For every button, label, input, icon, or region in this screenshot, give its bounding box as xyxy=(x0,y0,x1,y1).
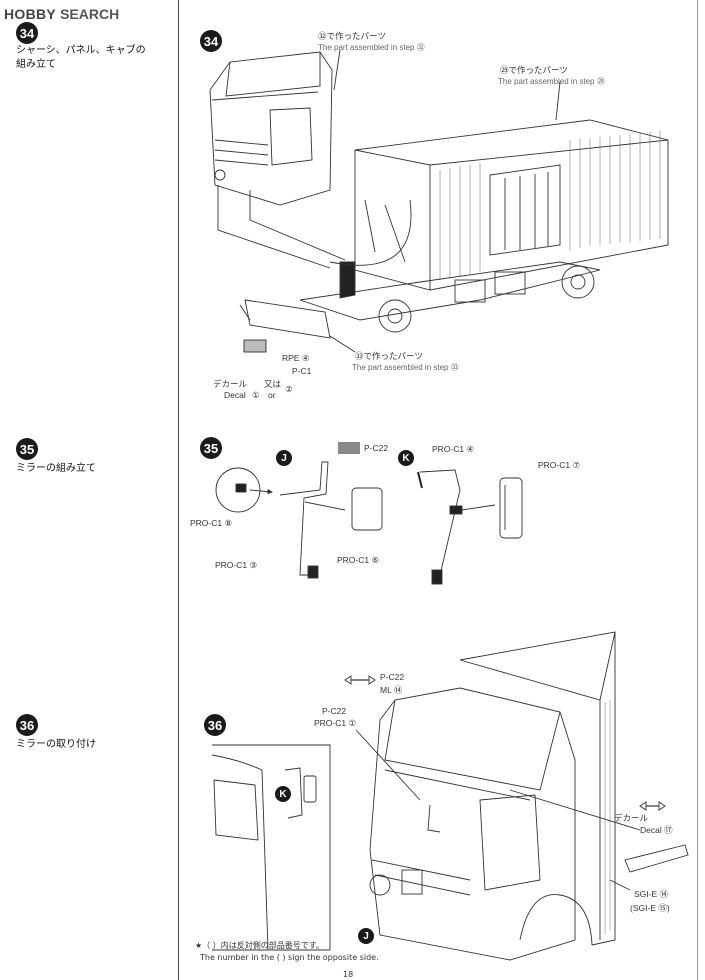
callout-33-en: The part assembled in step ㉝ xyxy=(352,363,459,372)
pc22-left-label: P-C22 xyxy=(322,706,347,716)
page-number: 18 xyxy=(343,970,354,979)
step-34-truck-illustration xyxy=(209,49,669,353)
proc1-3-label: PRO-C1 ③ xyxy=(215,560,258,570)
step-35-number-left: 35 xyxy=(16,438,38,460)
letter-k-circle: K xyxy=(398,450,414,466)
step-35-title: ミラーの組み立て xyxy=(16,463,96,474)
sgie15-label: (SGI-E ⑮) xyxy=(630,903,670,913)
step-34-number-diagram: 34 xyxy=(200,30,222,52)
footnote-jp: ★（ ）内は反対側の部品番号です。 xyxy=(195,941,324,950)
decal-num1: ① xyxy=(252,390,260,400)
ml14-label: ML ⑭ xyxy=(380,685,403,695)
callout-29-en: The part assembled in step ㉙ xyxy=(498,77,605,86)
proc1-8-label: PRO-C1 ⑧ xyxy=(190,518,233,528)
step-36-number-left: 36 xyxy=(16,714,38,736)
pc22-top-label: P-C22 xyxy=(380,672,405,682)
decal-en-label-36: Decal ⑰ xyxy=(640,825,673,835)
sgie14-label: SGI-E ⑭ xyxy=(634,889,669,899)
rpe-label: RPE ④ xyxy=(282,353,310,363)
letter-j-circle: J xyxy=(276,450,292,466)
color-swatch-pc22 xyxy=(338,442,360,454)
or-label: or xyxy=(268,390,276,400)
callout-29-jp: ㉙で作ったパーツ xyxy=(500,65,568,75)
page-right-border xyxy=(697,0,698,980)
proc1-7-label: PRO-C1 ⑦ xyxy=(538,460,581,470)
logo-text-hobby: HOBBY xyxy=(4,6,57,22)
step-36-number-diagram: 36 xyxy=(204,714,226,736)
letter-k-circle-36: K xyxy=(275,786,291,802)
step-36-title: ミラーの取り付け xyxy=(16,739,96,750)
callout-32-jp: ㉜で作ったパーツ xyxy=(318,31,386,41)
pc1-label: P-C1 xyxy=(292,366,312,376)
footnote-en: The number in the ( ) sign the opposite … xyxy=(200,953,379,962)
step-34-title: シャーシ、パネル、キャブの 組み立て xyxy=(16,44,146,72)
step-34-number-left: 34 xyxy=(16,22,38,44)
proc1-1-label: PRO-C1 ① xyxy=(314,718,357,728)
callout-32-en: The part assembled in step ㉜ xyxy=(318,43,425,52)
proc1-4-label: PRO-C1 ④ xyxy=(432,444,475,454)
decal-num2: ② xyxy=(285,384,293,394)
callout-33-jp: ㉝で作ったパーツ xyxy=(355,351,423,361)
step-35-number-diagram: 35 xyxy=(200,437,222,459)
decal-jp-label: デカール xyxy=(213,379,248,389)
logo-text-search: SEARCH xyxy=(60,6,120,22)
proc1-6-label: PRO-C1 ⑥ xyxy=(337,555,380,565)
step-34-title-line2: 組み立て xyxy=(16,59,56,70)
step-34-title-line1: シャーシ、パネル、キャブの xyxy=(16,45,146,56)
letter-j-circle-36: J xyxy=(358,928,374,944)
pc22-label: P-C22 xyxy=(364,443,389,453)
column-divider xyxy=(178,0,179,980)
mata-wa-label: 又は xyxy=(264,379,282,389)
decal-jp-label-36: デカール xyxy=(614,813,649,823)
decal-en-label: Decal xyxy=(224,390,246,400)
